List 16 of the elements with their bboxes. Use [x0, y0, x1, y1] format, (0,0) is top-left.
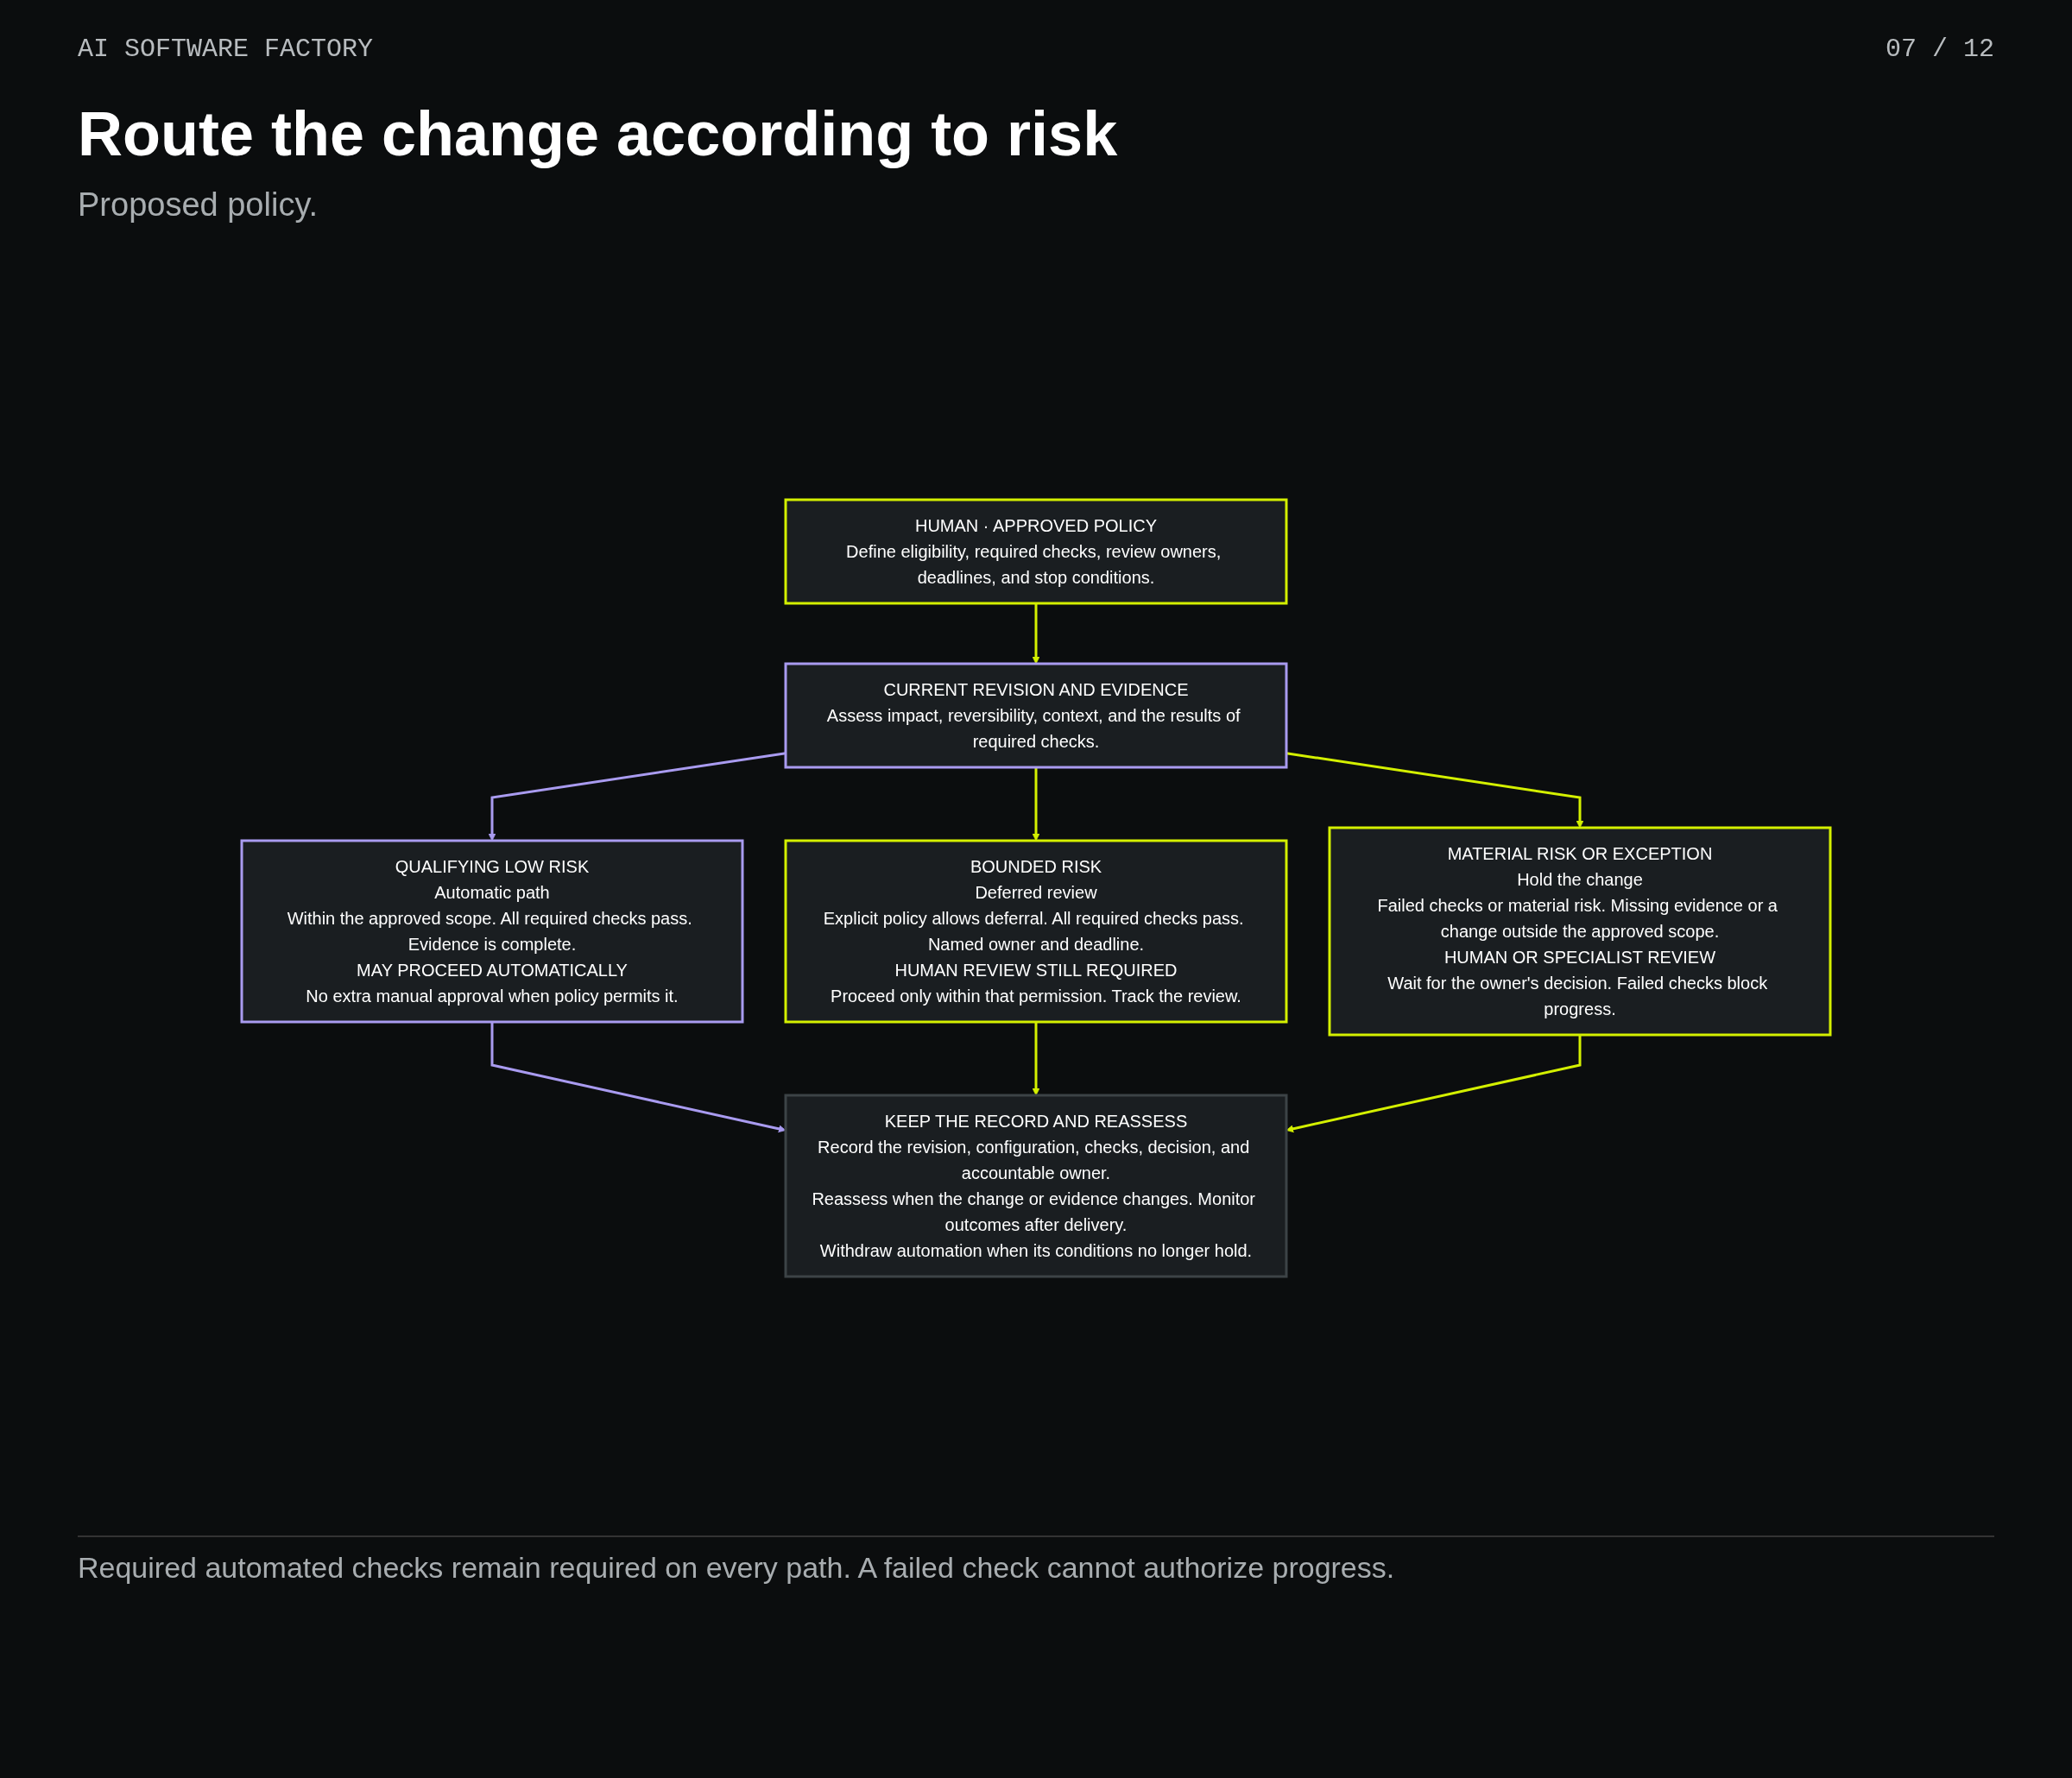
arrow [1032, 603, 1040, 665]
node-box: BOUNDED RISK Deferred review Explicit policy allows deferral. All required checks pass. Named owner and deadline. HUMAN REVIEW STILL REQUIRED Proceed only within that permission. Track the review. [784, 839, 1288, 1024]
title: Route the change according to risk [78, 98, 1119, 169]
subtitle: Proposed policy. [78, 186, 319, 224]
node-box: CURRENT REVISION AND EVIDENCE Assess impact, reversibility, context, and the results of required checks. [784, 662, 1288, 769]
arrow [490, 1022, 786, 1133]
footnote: Required automated checks remain required on every path. A failed check cannot authorize progress. [78, 1535, 1994, 1585]
node-box: HUMAN · APPROVED POLICY Define eligibility, required checks, review owners, deadlines, and stop conditions. [784, 498, 1288, 605]
node-box: MATERIAL RISK OR EXCEPTION Hold the change Failed checks or material risk. Missing evidence or a change outside the approved scope. HUMAN OR SPECIALIST REVIEW Wait for the owner's decision. Failed checks block progress. [1328, 826, 1832, 1037]
arrow [1032, 1022, 1040, 1096]
page-number: 07 / 12 [1885, 35, 1994, 64]
arrow [488, 752, 786, 842]
series-name: AI SOFTWARE FACTORY [78, 35, 374, 64]
node-box: KEEP THE RECORD AND REASSESS Record the revision, configuration, checks, decision, and accountable owner. Reassess when the change or evidence changes. Monitor outcomes after delivery. Withdraw automation when its conditions no longer hold. [784, 1094, 1288, 1278]
arrow [1032, 767, 1040, 842]
node-box: QUALIFYING LOW RISK Automatic path Within the approved scope. All required checks pass. Evidence is complete. MAY PROCEED AUTOMATICALLY No extra manual approval when policy permits it. [240, 839, 744, 1024]
